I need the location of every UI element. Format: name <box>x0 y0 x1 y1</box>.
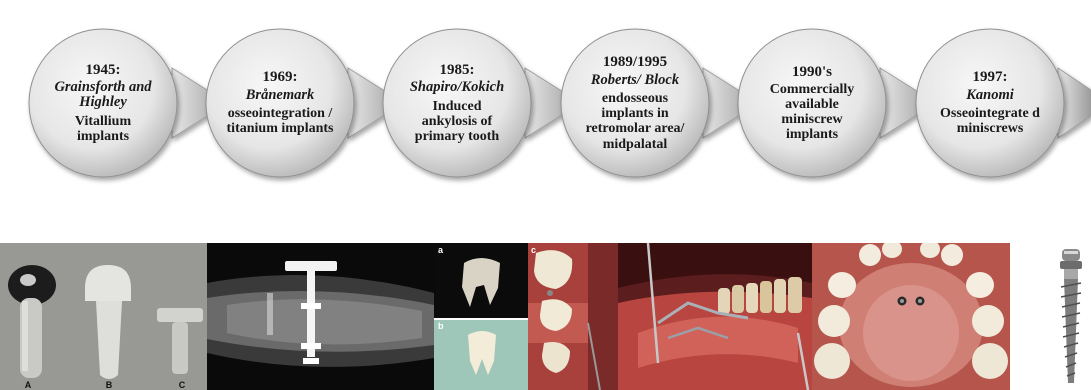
event-description: Induced ankylosis of primary tooth <box>407 99 507 144</box>
event-author: Kanomi <box>966 88 1014 104</box>
event-author: Grainsforth and Highley <box>39 80 167 111</box>
timeline-event-1989-1995: 1989/1995 Roberts/ Block endosseous impl… <box>571 28 699 178</box>
event-author: Roberts/ Block <box>591 73 679 89</box>
event-year: 1969: <box>263 69 298 85</box>
retromolar-implant-photo: c <box>528 243 618 390</box>
event-description: Commercially available miniscrew implant… <box>764 82 860 142</box>
primary-tooth-photo: a b <box>434 243 528 390</box>
event-year: 1985: <box>440 62 475 78</box>
timeline-event-1997: 1997: Kanomi Osseointegrate d miniscrews <box>926 28 1054 178</box>
event-description: Vitallium implants <box>64 114 142 144</box>
event-description: osseointegration / titanium implants <box>221 106 339 136</box>
titanium-implant-radiograph <box>207 243 434 390</box>
vitallium-implants-photo: A B C <box>0 243 207 390</box>
timeline-event-1990s: 1990's Commercially available miniscrew … <box>748 28 876 178</box>
implant-label-a: A <box>25 380 32 390</box>
event-year: 1945: <box>86 62 121 78</box>
event-description: Osseointegrate d miniscrews <box>934 106 1046 136</box>
event-year: 1997: <box>973 69 1008 85</box>
implant-label-b: B <box>106 380 113 390</box>
tooth-panel-label-b: b <box>438 321 444 331</box>
implant-label-c: C <box>179 380 186 390</box>
miniscrew-image <box>1050 243 1091 390</box>
event-description: endosseous implants in retromolar area/ … <box>585 91 685 151</box>
event-year: 1990's <box>792 64 832 80</box>
timeline-event-1945: 1945: Grainsforth and Highley Vitallium … <box>39 28 167 178</box>
event-year: 1989/1995 <box>603 54 667 70</box>
retromolar-panel-label: c <box>531 245 536 255</box>
event-author: Shapiro/Kokich <box>410 80 504 96</box>
event-author: Brånemark <box>246 88 315 104</box>
timeline-event-1985: 1985: Shapiro/Kokich Induced ankylosis o… <box>393 28 521 178</box>
timeline-event-1969: 1969: Brånemark osseointegration / titan… <box>216 28 344 178</box>
appliance-clinical-photo <box>618 243 812 390</box>
midpalatal-implant-photo <box>812 243 1010 390</box>
